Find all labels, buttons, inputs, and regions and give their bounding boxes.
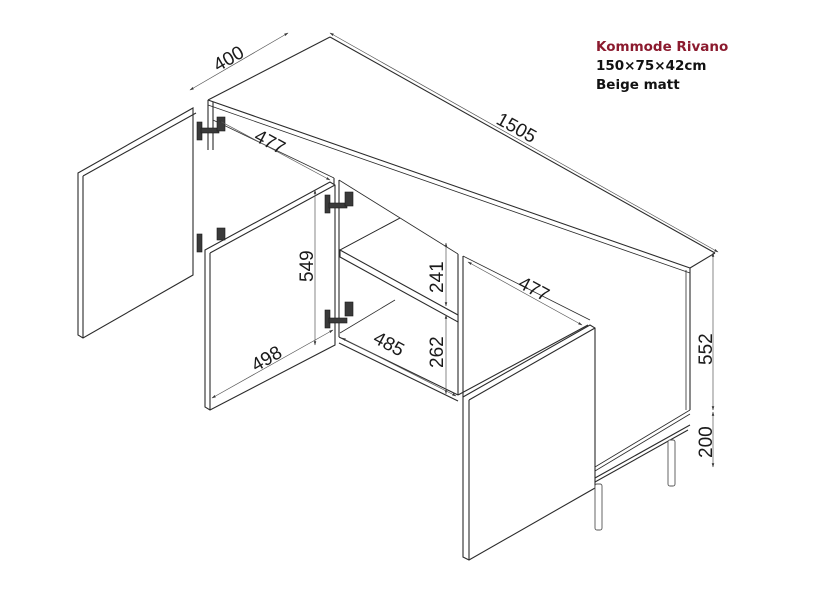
right-door xyxy=(462,324,596,561)
dimension-lines xyxy=(189,32,719,468)
hinges xyxy=(196,116,354,329)
dim-body-height-label: 552 xyxy=(696,333,717,365)
dim-shelf-upper-label: 241 xyxy=(427,261,448,293)
left-door xyxy=(77,107,197,339)
dim-shelf-lower-label: 262 xyxy=(427,336,448,368)
hinge-icon xyxy=(324,301,354,329)
dim-depth-label: 400 xyxy=(210,42,248,76)
hinge-icon xyxy=(196,116,226,141)
dim-shelf-depth-label: 485 xyxy=(370,328,408,361)
legs xyxy=(594,424,691,531)
hinge-icon xyxy=(196,227,226,253)
dim-leg-height-label: 200 xyxy=(696,426,717,458)
dim-door-height-label: 549 xyxy=(297,250,318,282)
middle-left-door xyxy=(204,181,336,411)
dim-inner-right-depth-label: 477 xyxy=(515,273,553,306)
